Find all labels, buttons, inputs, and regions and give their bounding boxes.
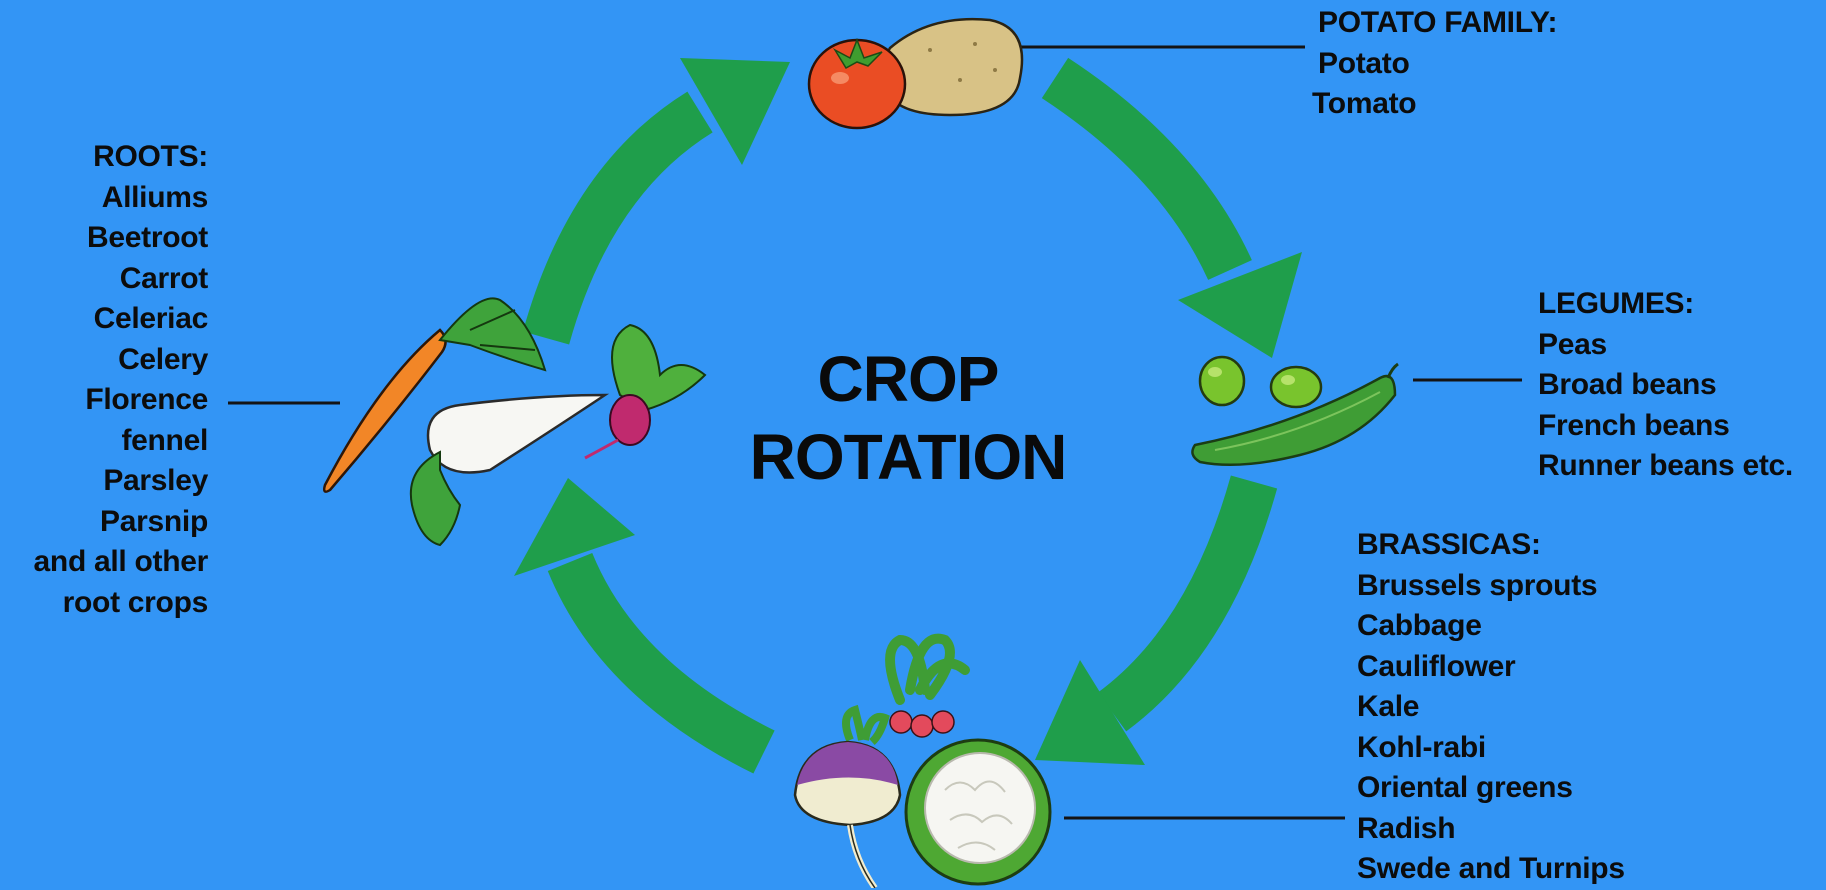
legumes-item: Broad beans <box>1538 365 1793 406</box>
title-line-2: ROTATION <box>708 418 1108 496</box>
potato-family-illustration <box>809 19 1022 128</box>
roots-item: Beetroot <box>34 218 208 259</box>
roots-item: fennel <box>34 421 208 462</box>
arrow-legumes-to-brassicas <box>1035 482 1254 765</box>
turnip-icon <box>795 710 900 888</box>
legumes-item: Runner beans etc. <box>1538 446 1793 487</box>
brassicas-item: Kohl-rabi <box>1357 728 1625 769</box>
brassicas-heading: BRASSICAS: <box>1357 525 1625 566</box>
brassicas-illustration <box>795 639 1050 888</box>
brassicas-item: Swede and Turnips <box>1357 849 1625 890</box>
diagram-title: CROP ROTATION <box>708 340 1108 496</box>
legumes-heading: LEGUMES: <box>1538 284 1793 325</box>
brassicas-item: Cabbage <box>1357 606 1625 647</box>
arrow-potato-to-legumes <box>1055 78 1302 358</box>
brassicas-group: BRASSICAS: Brussels sprouts Cabbage Caul… <box>1357 525 1625 890</box>
roots-item: Celeriac <box>34 299 208 340</box>
roots-item: root crops <box>34 583 208 624</box>
roots-item: Carrot <box>34 259 208 300</box>
legumes-illustration <box>1192 357 1398 465</box>
roots-item: Parsley <box>34 461 208 502</box>
cauliflower-icon <box>906 740 1050 884</box>
roots-group: ROOTS: Alliums Beetroot Carrot Celeriac … <box>34 137 208 623</box>
legumes-item: French beans <box>1538 406 1793 447</box>
roots-item: Alliums <box>34 178 208 219</box>
radish-icon <box>890 639 965 737</box>
brassicas-item: Brussels sprouts <box>1357 566 1625 607</box>
potato-family-item: Potato <box>1318 44 1557 85</box>
roots-item: Parsnip <box>34 502 208 543</box>
roots-item: and all other <box>34 542 208 583</box>
potato-family-group: POTATO FAMILY: Potato Tomato <box>1318 3 1557 125</box>
roots-item: Celery <box>34 340 208 381</box>
legumes-item: Peas <box>1538 325 1793 366</box>
roots-illustration <box>324 298 705 545</box>
tomato-icon <box>809 40 905 128</box>
brassicas-item: Oriental greens <box>1357 768 1625 809</box>
pea-icon <box>1200 357 1321 407</box>
brassicas-item: Kale <box>1357 687 1625 728</box>
title-line-1: CROP <box>708 340 1108 418</box>
potato-family-heading: POTATO FAMILY: <box>1318 3 1557 44</box>
roots-heading: ROOTS: <box>34 137 208 178</box>
beetroot-icon <box>585 325 705 458</box>
legumes-group: LEGUMES: Peas Broad beans French beans R… <box>1538 284 1793 487</box>
roots-item: Florence <box>34 380 208 421</box>
brassicas-item: Radish <box>1357 809 1625 850</box>
arrow-roots-to-potato <box>546 58 790 338</box>
brassicas-item: Cauliflower <box>1357 647 1625 688</box>
potato-family-item: Tomato <box>1312 84 1557 125</box>
arrow-brassicas-to-roots <box>514 478 764 752</box>
potato-icon <box>883 19 1022 115</box>
